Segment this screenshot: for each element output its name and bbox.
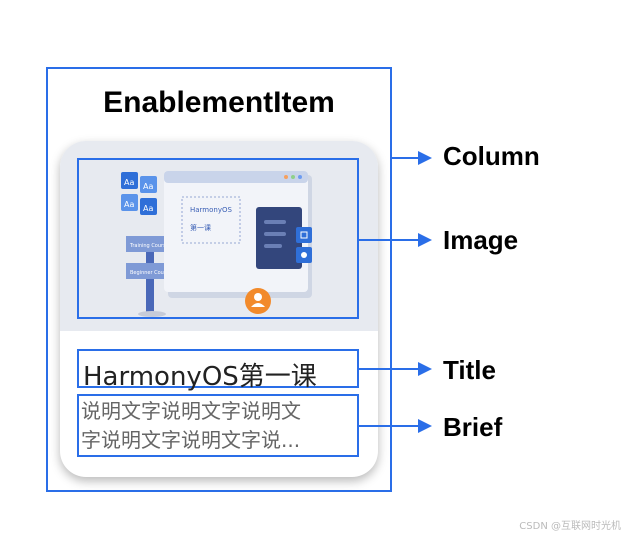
side-panel-line-2 xyxy=(264,232,286,236)
card: Aa Aa Aa Aa Training Courses Beginner Co… xyxy=(60,141,378,477)
font-tile-3 xyxy=(121,194,138,211)
side-panel-line-3 xyxy=(264,244,282,248)
panel-icon-2-glyph xyxy=(301,252,307,258)
component-title: EnablementItem xyxy=(103,86,335,119)
callout-brief: Brief xyxy=(443,412,503,442)
window-title-text: HarmonyOS xyxy=(190,206,232,214)
image-highlight-box xyxy=(77,158,359,319)
sign-bottom-text: Beginner Courses xyxy=(130,270,175,276)
callout-column: Column xyxy=(443,141,540,171)
font-tile-1 xyxy=(121,172,138,189)
window-subtitle-text: 第一课 xyxy=(190,223,211,232)
window-dot-3 xyxy=(298,175,302,179)
callout-image: Image xyxy=(443,225,519,255)
card-image-area: Aa Aa Aa Aa Training Courses Beginner Co… xyxy=(60,141,378,331)
panel-icon-1 xyxy=(296,227,312,243)
course-illustration: Aa Aa Aa Aa Training Courses Beginner Co… xyxy=(121,171,312,317)
window-titlebar xyxy=(164,171,308,183)
side-panel-line-1 xyxy=(264,220,286,224)
font-tile-text-2: Aa xyxy=(143,182,153,191)
window-dashed-selection xyxy=(181,196,241,244)
font-tile-4 xyxy=(140,198,157,215)
font-tile-text-4: Aa xyxy=(143,204,153,213)
font-tile-text-1: Aa xyxy=(124,178,134,187)
arrow-brief-head xyxy=(418,419,432,433)
font-tile-2 xyxy=(140,176,157,193)
arrow-column-head xyxy=(418,151,432,165)
window-dot-1 xyxy=(284,175,288,179)
avatar-body xyxy=(251,303,265,307)
brief-highlight-box xyxy=(77,394,359,457)
font-tile-text-3: Aa xyxy=(124,200,134,209)
arrow-title-head xyxy=(418,362,432,376)
avatar-head xyxy=(254,293,262,301)
sign-top-text: Training Courses xyxy=(129,243,172,249)
panel-icon-1-glyph xyxy=(300,231,308,239)
enablement-item-outline xyxy=(46,67,392,492)
callout-title: Title xyxy=(443,355,496,385)
watermark: CSDN @互联网时光机 xyxy=(519,521,621,532)
window-dot-2 xyxy=(291,175,295,179)
arrow-image-head xyxy=(418,233,432,247)
card-title: HarmonyOS第一课 xyxy=(83,362,317,392)
title-highlight-box xyxy=(77,349,359,388)
signpost-shadow xyxy=(138,311,166,317)
